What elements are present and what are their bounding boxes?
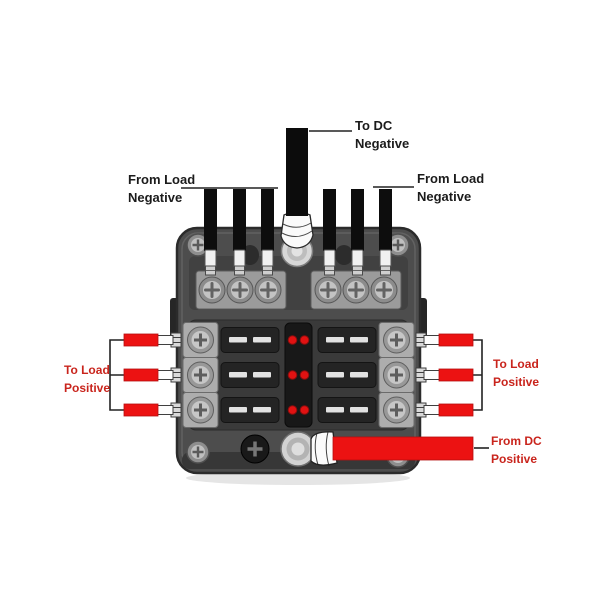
load-positive-wire bbox=[415, 402, 474, 418]
label-line: To Load bbox=[64, 363, 110, 377]
load-positive-wire bbox=[123, 402, 182, 418]
label-to-load-positive-left: To Load Positive bbox=[64, 361, 110, 397]
fuse bbox=[220, 397, 280, 423]
box-shadow bbox=[186, 471, 410, 485]
bracket-to-load-positive-right bbox=[473, 339, 483, 411]
ground-screw bbox=[240, 434, 270, 464]
label-line: Positive bbox=[64, 381, 111, 395]
load-negative-wire bbox=[233, 189, 246, 276]
label-line: To DC bbox=[355, 118, 393, 133]
terminal-screws bbox=[198, 276, 398, 304]
heat-shrink-sleeve bbox=[280, 211, 314, 249]
label-to-load-positive-right: To Load Positive bbox=[493, 355, 539, 391]
label-line: From Load bbox=[128, 172, 196, 187]
corner-screw bbox=[386, 233, 410, 257]
dc-negative-wire bbox=[280, 128, 314, 249]
fuse bbox=[317, 397, 377, 423]
load-negative-wire bbox=[379, 189, 392, 276]
spare-terminal-hole bbox=[335, 245, 353, 265]
label-line: Negative bbox=[355, 136, 410, 151]
label-line: From DC bbox=[491, 434, 542, 448]
fuse bbox=[317, 327, 377, 353]
bracket-to-load-positive-left bbox=[109, 339, 124, 411]
bottom-hardware bbox=[186, 431, 474, 468]
leader-lines bbox=[109, 130, 489, 449]
label-line: Positive bbox=[491, 452, 538, 466]
fuse-row bbox=[182, 392, 415, 428]
led-indicator bbox=[287, 335, 298, 345]
led-indicator bbox=[299, 335, 310, 345]
dc-positive-wire bbox=[310, 431, 474, 467]
label-from-dc-positive: From DC Positive bbox=[491, 432, 542, 468]
label-to-dc-negative: To DC Negative bbox=[355, 117, 409, 153]
fuse bbox=[220, 327, 280, 353]
fuse-area bbox=[182, 322, 415, 428]
fuse-row bbox=[182, 357, 415, 393]
fuse-row bbox=[182, 322, 415, 358]
load-negative-wire bbox=[261, 189, 274, 276]
load-negative-wire bbox=[351, 189, 364, 276]
load-negative-wire bbox=[204, 189, 217, 276]
label-from-load-negative-left: From Load Negative bbox=[128, 171, 195, 207]
label-line: To Load bbox=[493, 357, 539, 371]
load-positive-wires-left bbox=[123, 332, 182, 418]
heat-shrink-sleeve bbox=[310, 431, 338, 466]
label-line: From Load bbox=[417, 171, 485, 186]
load-negative-wires bbox=[204, 189, 392, 276]
load-positive-wires-right bbox=[415, 332, 474, 418]
led-indicator bbox=[287, 405, 298, 415]
positive-bus-bolt bbox=[280, 431, 316, 467]
label-from-load-negative-right: From Load Negative bbox=[417, 170, 484, 206]
load-positive-wire bbox=[415, 332, 474, 348]
led-indicator bbox=[287, 370, 298, 380]
negative-terminal-strips bbox=[195, 270, 402, 310]
load-positive-wire bbox=[415, 367, 474, 383]
load-negative-wire bbox=[323, 189, 336, 276]
fuse bbox=[317, 362, 377, 388]
label-line: Negative bbox=[128, 190, 183, 205]
load-positive-wire bbox=[123, 367, 182, 383]
label-line: Positive bbox=[493, 375, 540, 389]
fuse bbox=[220, 362, 280, 388]
led-panel bbox=[284, 322, 313, 428]
led-indicator bbox=[299, 370, 310, 380]
corner-screws-top bbox=[186, 233, 410, 257]
load-positive-wire bbox=[123, 332, 182, 348]
corner-screw bbox=[186, 233, 210, 257]
led-indicator bbox=[299, 405, 310, 415]
corner-screw bbox=[186, 440, 210, 464]
label-line: Negative bbox=[417, 189, 472, 204]
